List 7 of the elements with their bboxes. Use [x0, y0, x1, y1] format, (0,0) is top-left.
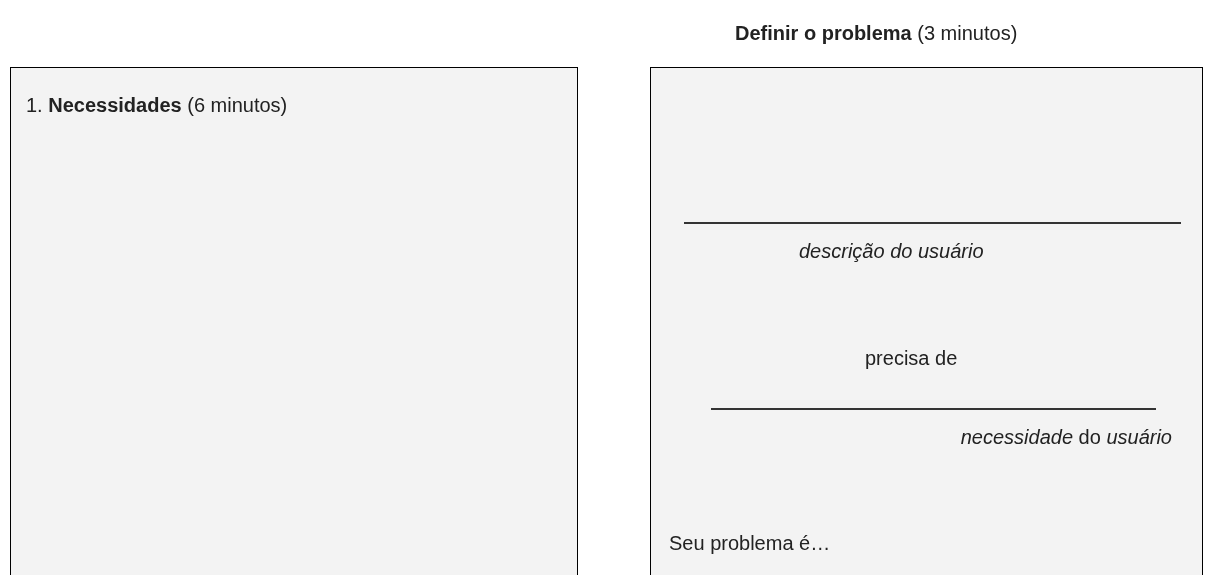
notes-panel — [10, 67, 578, 575]
field-caption: descrição do usuário — [799, 239, 984, 264]
panel-heading: Definir o problema (3 minutos) — [735, 21, 1018, 46]
prompt-text: precisa de — [865, 346, 958, 371]
field-caption: necessidade do usuário — [960, 425, 1172, 450]
panel-heading: 1. Necessidades (6 minutos) — [26, 93, 288, 118]
prompt-text: Seu problema é… — [669, 531, 831, 556]
